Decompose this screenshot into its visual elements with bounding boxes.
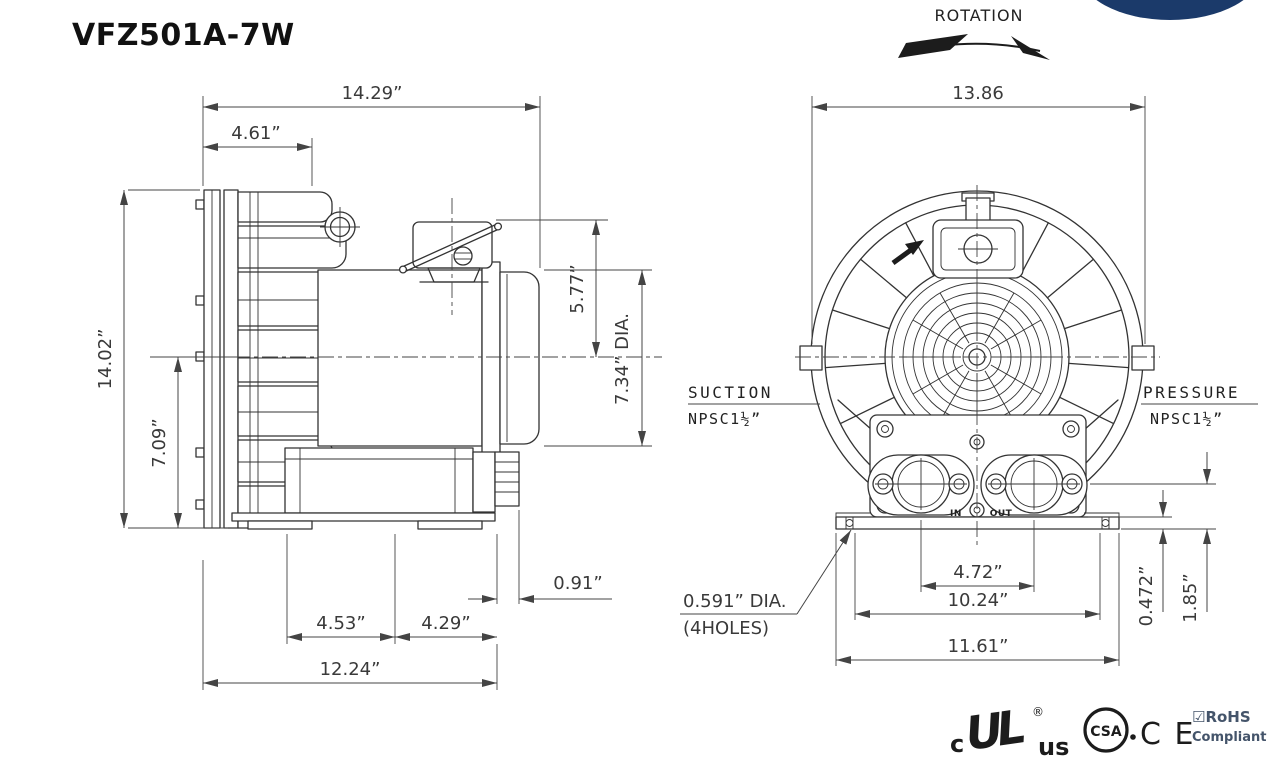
ul-logo: UL [962,699,1027,760]
csa-dot-icon [1130,734,1136,740]
base-hole-icon [1101,519,1110,527]
ul-mark: c UL ® us [950,699,1069,760]
silencer-box-side [284,447,496,514]
port-out-label: OUT [990,509,1013,519]
rotation-direction-arrow [891,240,924,266]
terminal-box-side [398,221,503,283]
rotation-label: ROTATION [935,6,1024,25]
eye-bolt-icon [320,207,360,247]
rotation-arrow-icon [898,34,1050,60]
brand-ellipse [1096,0,1244,20]
suction-thread-label: NPSC1½” [688,410,762,428]
csa-mark: CSA [1083,707,1136,753]
dim-front-base-width: 11.61” [948,636,1009,657]
dim-side-overall-width: 14.29” [342,83,403,104]
dim-port-centers: 4.72” [953,562,1002,583]
certification-marks: c UL ® us CSA C E ☑RoHS Compliant [950,699,1266,760]
motor-body-side [317,261,540,455]
dim-side-center-height: 7.09” [149,418,170,467]
hole-note-line2: (4HOLES) [683,618,769,639]
ul-us-label: us [1038,733,1069,760]
page-title: VFZ501A-7W [72,18,295,53]
front-view-dimensions: 13.86 SUCTION NPSC1½” PRESSURE NPSC1½” 4… [680,83,1258,666]
dim-side-box-height: 5.77” [567,264,588,313]
rohs-line2: Compliant [1192,730,1266,745]
dim-side-housing-width: 4.61” [231,123,280,144]
conduit-box-side [494,451,520,507]
ul-c-label: c [950,730,964,758]
dim-port-height: 1.85” [1180,573,1201,622]
dim-side-overall-height: 14.02” [95,329,116,390]
dim-hole-centers: 10.24” [948,590,1009,611]
dim-front-overall-width: 13.86 [952,83,1004,104]
csa-label: CSA [1090,724,1122,740]
dim-side-base-width: 12.24” [320,659,381,680]
rohs-line1: ☑RoHS [1192,708,1251,726]
dim-base-thickness: 0.472” [1136,566,1157,627]
mount-tab-left [799,345,823,371]
port-flange-assembly: IN OUT [837,399,1119,519]
base-hole-icon [845,519,854,527]
ce-mark: C E [1140,717,1195,752]
terminal-screw-icon [453,246,473,266]
ul-registered-icon: ® [1032,705,1044,719]
pressure-thread-label: NPSC1½” [1150,410,1224,428]
port-in-label: IN [950,509,962,519]
side-view-drawing [150,189,662,530]
dim-side-foot-b: 4.29” [421,613,470,634]
base-plate-side [231,512,496,530]
base-plate-front [835,512,1120,530]
terminal-box-lever [398,222,503,274]
dim-side-foot-a: 4.53” [316,613,365,634]
dim-side-conduit: 0.91” [553,573,602,594]
pressure-label: PRESSURE [1143,383,1240,402]
suction-label: SUCTION [688,383,773,402]
front-view-drawing: IN OUT [795,185,1160,548]
suction-port [867,454,975,516]
dim-side-motor-diameter: 7.34” DIA. [612,313,633,405]
hole-note-line1: 0.591” DIA. [683,591,786,612]
side-view-dimensions: 14.29” 4.61” 14.02” 7.09” 5.77” 7.34” DI… [95,83,652,690]
mount-tab-right [1131,345,1155,371]
terminal-box-front [932,192,1024,279]
rohs-mark: ☑RoHS Compliant [1192,708,1266,745]
pressure-port [980,454,1088,516]
